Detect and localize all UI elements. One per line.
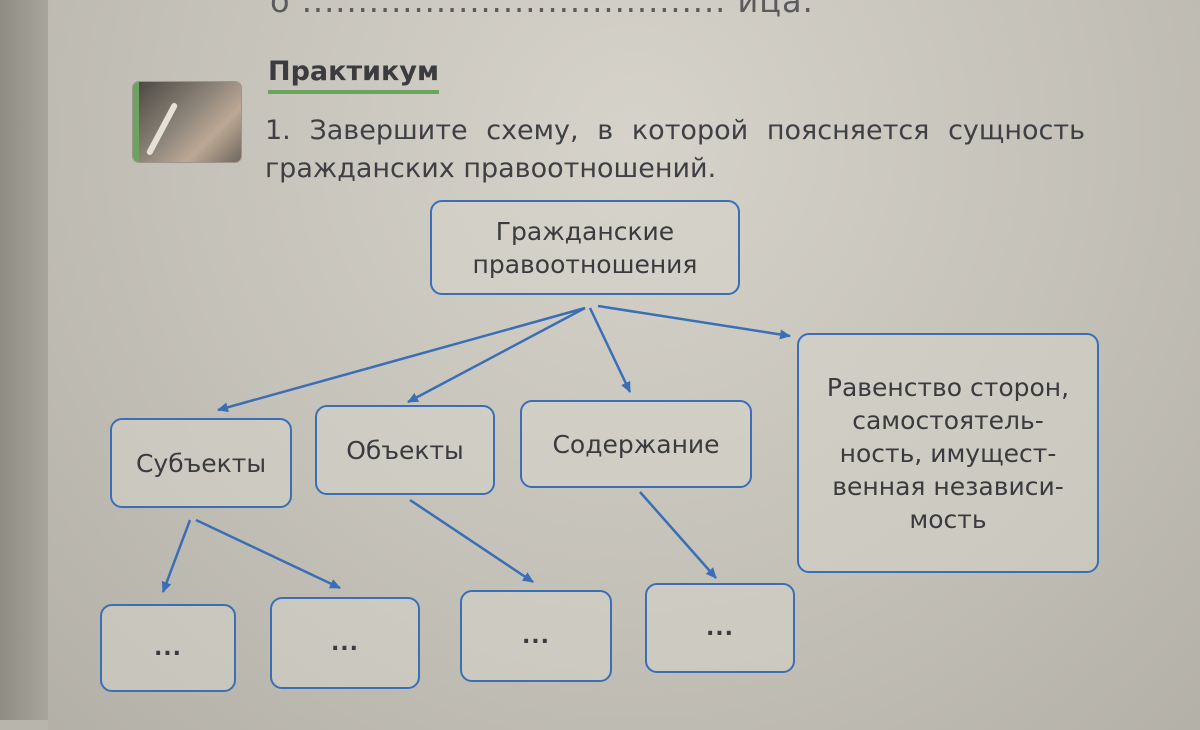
- task-text: 1. Завершите схему, в которой поясняется…: [265, 115, 1085, 184]
- blank-node-2-label: ...: [330, 630, 360, 656]
- blank-node-1: ...: [100, 604, 236, 692]
- photo-hand-writing-icon: [133, 82, 241, 162]
- root-node-label: Гражданские правоотношения: [472, 216, 698, 279]
- objects-node: Объекты: [315, 405, 495, 495]
- blank-node-1-label: ...: [153, 635, 183, 661]
- arrow-root-objects: [407, 306, 586, 404]
- root-node: Гражданские правоотношения: [430, 200, 740, 295]
- arrow-subjects-blank1: [161, 519, 192, 593]
- content-node-label: Содержание: [552, 429, 720, 459]
- equality-node-label: Равенство сторон, самостоятель-ность, им…: [826, 372, 1070, 534]
- blank-node-3: ...: [460, 590, 612, 682]
- arrow-root-equality: [597, 304, 791, 340]
- arrow-root-subjects: [217, 306, 586, 413]
- arrow-objects-blank3: [409, 498, 534, 584]
- section-heading: Практикум: [268, 56, 440, 94]
- objects-node-label: Объекты: [346, 435, 464, 465]
- arrow-root-content: [588, 307, 632, 393]
- content-node: Содержание: [520, 400, 752, 488]
- arrow-content-blank4: [639, 491, 717, 579]
- equality-node: Равенство сторон, самостоятель-ность, им…: [797, 333, 1099, 573]
- blank-node-3-label: ...: [521, 623, 551, 649]
- arrow-subjects-blank2: [195, 518, 341, 590]
- blank-node-4-label: ...: [705, 615, 735, 641]
- blank-node-4: ...: [645, 583, 795, 673]
- subjects-node: Субъекты: [110, 418, 292, 508]
- subjects-node-label: Субъекты: [135, 448, 267, 478]
- cut-off-top-text: о ......................................…: [270, 0, 814, 20]
- blank-node-2: ...: [270, 597, 420, 689]
